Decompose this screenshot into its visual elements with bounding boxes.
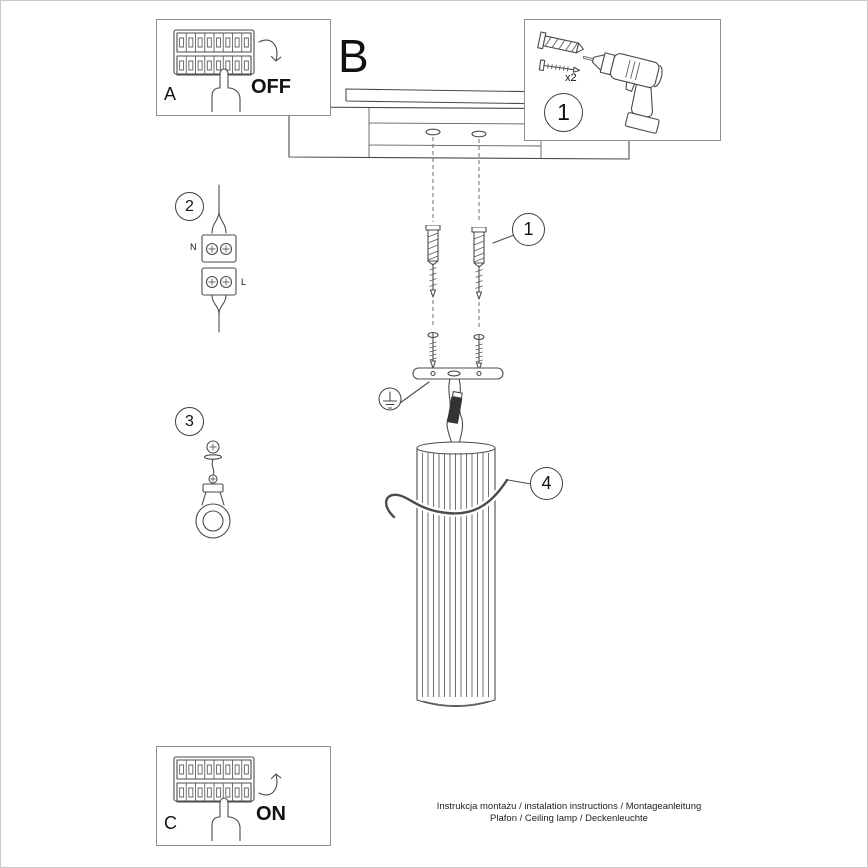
step-1-badge: 1 <box>512 213 545 246</box>
footer-line-1: Instrukcja montażu / instalation instruc… <box>436 801 702 812</box>
pointing-hand-icon <box>211 68 241 112</box>
flip-up-arrow-icon <box>258 773 282 796</box>
mounting-bracket-illustration <box>412 367 504 380</box>
tools-illustration <box>537 31 663 134</box>
step-3-badge: 3 <box>175 407 204 436</box>
dowel-count-label: x2 <box>565 72 577 84</box>
wire-connector <box>446 391 463 424</box>
breaker-panel-illustration <box>173 756 255 803</box>
step-2-badge: 2 <box>175 192 204 221</box>
breaker-panel-illustration <box>173 29 255 76</box>
step-4-leader-line <box>507 479 532 485</box>
section-b-label: B <box>338 30 369 82</box>
mounting-hole-right <box>471 130 487 138</box>
footer-caption: Instrukcja montażu / instalation instruc… <box>389 801 749 825</box>
off-label: OFF <box>251 76 291 98</box>
panel-c-box: C ON <box>156 746 331 846</box>
alignment-guide-lines <box>432 137 480 328</box>
wall-plug-icon <box>537 31 584 54</box>
pointing-hand-icon <box>211 797 241 841</box>
ground-clamp-illustration <box>195 440 231 539</box>
mounting-hole-left <box>425 128 441 136</box>
panel-a-label: A <box>164 84 177 104</box>
footer-line-2: Plafon / Ceiling lamp / Deckenleuchte <box>490 813 648 824</box>
on-label: ON <box>256 803 286 825</box>
flip-down-arrow-icon <box>258 39 282 62</box>
screw-icon <box>538 59 581 73</box>
panel-a-illustration <box>173 29 282 112</box>
panel-c-label: C <box>164 813 177 833</box>
lamp-tube-illustration <box>416 441 496 707</box>
step-1-leader-line <box>492 234 515 244</box>
ground-symbol-icon <box>378 381 430 411</box>
wall-plug-right <box>471 227 487 300</box>
lamp-wires <box>446 378 464 446</box>
tools-step-badge: 1 <box>544 93 583 132</box>
wire-live-label: L <box>241 277 247 287</box>
bracket-screws <box>427 331 485 371</box>
panel-c-illustration <box>173 756 282 841</box>
wire-neutral-label: N <box>190 242 197 252</box>
step-4-badge: 4 <box>530 467 563 500</box>
drill-icon <box>582 52 663 134</box>
panel-a-box: A OFF <box>156 19 331 116</box>
wall-plug-left <box>425 225 441 298</box>
mounting-band-illustration <box>382 476 532 521</box>
terminal-block-illustration <box>201 184 237 333</box>
